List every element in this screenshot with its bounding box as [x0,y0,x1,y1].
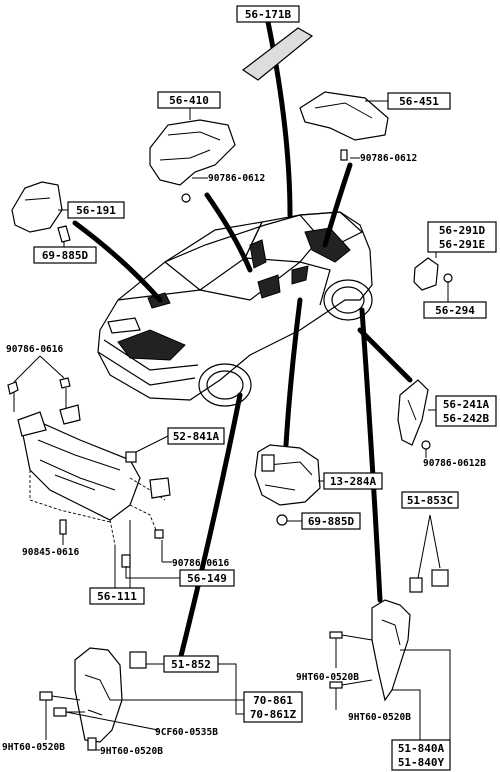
label-56-242b: 56-242B [443,412,490,425]
label-56-451: 56-451 [399,95,439,108]
part-56-191 [11,181,71,243]
car-body [97,211,373,407]
label-box-56-191 [67,201,125,219]
label-90786-0616-b: 90786-0616 [172,558,229,569]
label-70-861z: 70-861Z [250,708,297,721]
label-box-52-841a [167,427,225,445]
label-9ht60-0520b-c: 9HT60-0520B [2,742,65,753]
label-51-853c: 51-853C [407,494,453,507]
label-box-51-853c [401,491,459,509]
label-69-885d-a: 69-885D [42,249,89,262]
label-56-191: 56-191 [76,204,116,217]
label-90786-0612-a: 90786-0612 [208,173,265,184]
label-56-291e: 56-291E [439,238,485,251]
label-70-861: 70-861 [253,694,293,707]
label-box-69-885d-a [33,246,97,264]
label-9ht60-0520b-a: 9HT60-0520B [296,672,359,683]
label-56-111: 56-111 [97,590,137,603]
label-51-852: 51-852 [171,658,211,671]
part-56-410 [149,119,236,203]
label-9ht60-0520b-b: 9HT60-0520B [348,712,411,723]
label-56-241a: 56-241A [443,398,490,411]
label-box-13-284a [323,472,383,490]
label-box-56-294 [423,301,487,319]
label-box-56-171b [236,5,300,23]
label-56-149: 56-149 [187,572,227,585]
part-56-171b [241,22,314,81]
label-56-291d: 56-291D [439,224,486,237]
label-90786-0616-a: 90786-0616 [6,344,63,355]
label-90845-0616: 90845-0616 [22,547,79,558]
label-56-294: 56-294 [435,304,475,317]
label-box-56-410 [157,91,221,109]
label-9cf60-0535b: 9CF60-0535B [155,727,218,738]
part-56-451 [299,91,389,161]
label-box-56-241a [435,395,497,427]
label-box-69-885d-b [301,512,361,530]
label-9ht60-0520b-d: 9HT60-0520B [100,746,163,757]
part-mudflap-front [39,647,147,751]
part-56-291 [413,257,453,291]
label-box-70-861 [243,691,303,723]
label-69-885d-b: 69-885D [308,515,355,528]
label-box-56-451 [387,92,451,110]
label-90786-0612-b: 90786-0612 [360,153,417,164]
label-box-51-840a [391,739,451,771]
part-mudflap-rear [329,514,449,702]
label-13-284a: 13-284A [330,475,377,488]
label-box-56-149 [179,569,235,587]
label-51-840a: 51-840A [398,742,445,755]
label-51-840y: 51-840Y [398,756,445,769]
label-box-51-852 [163,655,219,673]
part-56-241a [397,379,431,458]
label-box-56-291 [427,221,497,253]
label-56-171b: 56-171B [245,8,292,21]
label-90786-0612b: 90786-0612B [423,458,486,469]
part-13-284a [254,444,321,526]
part-undercover-assembly [7,377,171,568]
label-52-841a: 52-841A [173,430,220,443]
label-56-410: 56-410 [169,94,209,107]
label-box-56-111 [89,587,145,605]
